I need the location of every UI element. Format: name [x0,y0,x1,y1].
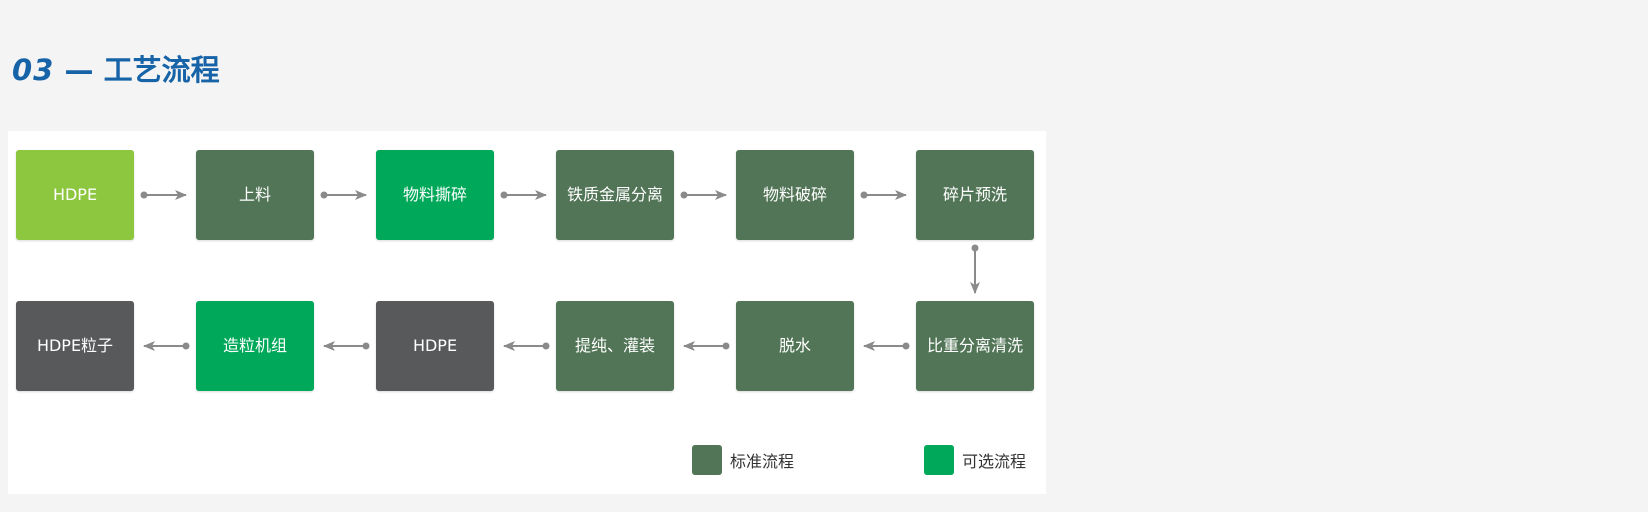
step-feeding: 上料 [196,150,314,240]
arrow-left [143,341,190,351]
arrow-left [503,341,550,351]
step-ferrous-metal-separation: 铁质金属分离 [556,150,674,240]
section-number: 03 [12,53,55,87]
step-pelletizer: 造粒机组 [196,301,314,391]
arrow-left [863,341,910,351]
arrow-right [140,190,187,200]
step-label: HDPE粒子 [36,336,114,355]
step-label: 造粒机组 [222,336,287,355]
arrow-right [320,190,367,200]
step-label: 上料 [238,185,271,204]
flow-arrows [140,190,980,351]
arrow-down [970,244,980,294]
step-label: 物料撕碎 [402,185,467,204]
step-label: 铁质金属分离 [566,185,663,204]
section-title-text: 工艺流程 [103,53,220,87]
legend-optional: 可选流程 [924,445,1026,475]
legend-optional-swatch [924,445,954,475]
step-label: 脱水 [778,336,811,355]
step-hdpe-input: HDPE [16,150,134,240]
step-dewatering: 脱水 [736,301,854,391]
arrow-left [323,341,370,351]
step-shredding: 物料撕碎 [376,150,494,240]
section-title: 03 — 工艺流程 [12,50,220,90]
step-crushing: 物料破碎 [736,150,854,240]
arrow-right [500,190,547,200]
step-label: 碎片预洗 [942,185,1007,204]
legend-standard-label: 标准流程 [730,452,795,471]
step-flake-prewash: 碎片预洗 [916,150,1034,240]
legend-standard-swatch [692,445,722,475]
step-label: 提纯、灌装 [574,336,655,355]
step-purification-filling: 提纯、灌装 [556,301,674,391]
step-label: 比重分离清洗 [926,336,1023,355]
arrow-right [860,190,907,200]
step-hdpe-output: HDPE [376,301,494,391]
step-density-separation-washing: 比重分离清洗 [916,301,1034,391]
legend-standard: 标准流程 [692,445,794,475]
step-label: HDPE [412,336,458,355]
legend-optional-label: 可选流程 [962,452,1027,471]
step-label: 物料破碎 [762,185,827,204]
arrow-right [680,190,727,200]
arrow-left [683,341,730,351]
step-hdpe-pellets: HDPE粒子 [16,301,134,391]
process-flow-diagram: HDPE 上料 物料撕碎 铁质金属分离 物料破碎 碎片预洗 HDPE粒子 造粒机… [8,131,1046,494]
step-label: HDPE [52,185,98,204]
section-separator: — [54,53,104,87]
